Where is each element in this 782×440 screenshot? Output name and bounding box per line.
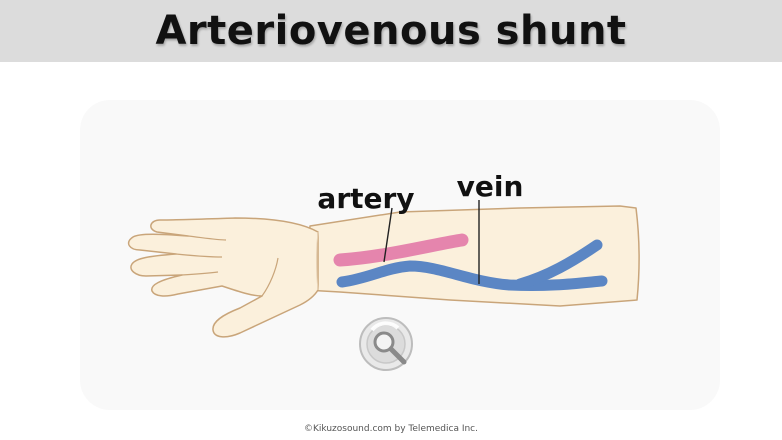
- thumb-crease: [261, 257, 279, 297]
- finger-line: [181, 271, 219, 276]
- copyright-notice: ©Kikuzosound.com by Telemedica Inc.: [304, 424, 478, 434]
- vein-branch: [514, 239, 603, 290]
- arm-diagram: artery vein: [80, 100, 720, 410]
- finger-line: [187, 235, 227, 241]
- artery-vessel: [333, 233, 469, 267]
- finger-line: [175, 253, 223, 258]
- magnifier-zoom-icon[interactable]: [359, 317, 413, 371]
- hand: [127, 217, 319, 338]
- title-bar: Arteriovenous shunt: [0, 0, 782, 62]
- vein-label: vein: [457, 170, 524, 203]
- artery-label: artery: [317, 182, 414, 215]
- artery-leader-line: [383, 207, 393, 263]
- wrist-crease: [316, 231, 319, 291]
- vein-vessel: [336, 260, 608, 292]
- slide-title: Arteriovenous shunt: [155, 8, 627, 54]
